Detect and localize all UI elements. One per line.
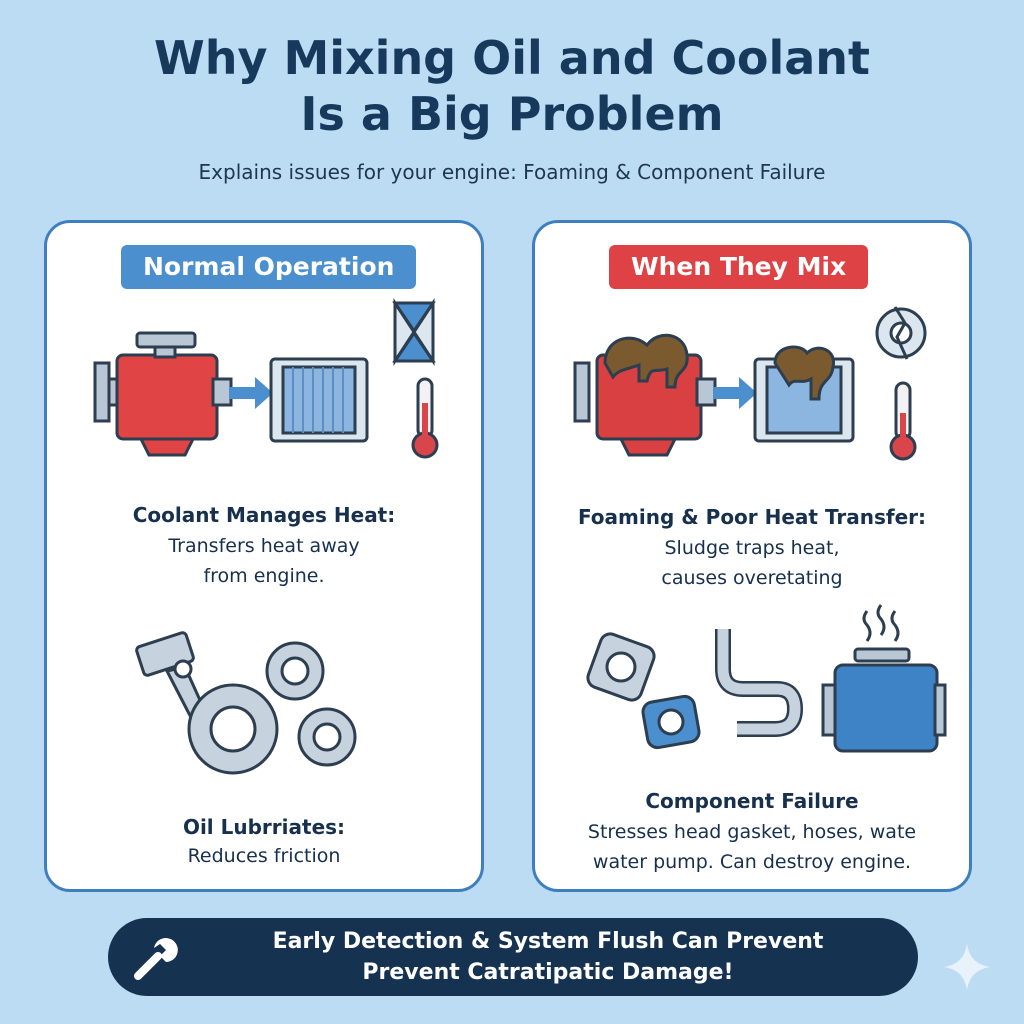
banner-line-2: Prevent Catratipatic Damage!: [362, 960, 734, 985]
component-failure-heading: Component Failure: [645, 789, 859, 813]
coolant-line-1: Transfers heat away: [168, 535, 360, 557]
foaming-line-1: Sludge traps heat,: [664, 537, 840, 559]
hose-icon: [715, 629, 804, 737]
normal-operation-panel: Normal Operation: [44, 220, 484, 892]
foaming-line-2: causes overetating: [661, 567, 843, 589]
broken-gear-icon: [875, 306, 927, 360]
flow-arrow-icon: [713, 377, 757, 409]
sludged-engine-icon: [573, 333, 717, 457]
gasket-icon: [586, 632, 656, 702]
when-they-mix-pill: When They Mix: [609, 245, 869, 289]
piston-gears-illustration: [135, 631, 357, 775]
coolant-description: Transfers heat away from engine.: [47, 531, 481, 591]
foaming-description: Sludge traps heat, causes overetating: [535, 533, 969, 593]
flow-arrow-icon: [229, 377, 273, 409]
oil-heading: Oil Lubrriates:: [182, 815, 346, 839]
page-title: Why Mixing Oil and Coolant Is a Big Prob…: [0, 30, 1024, 142]
banner-line-1: Early Detection & System Flush Can Preve…: [272, 929, 824, 954]
gear-small-top-icon: [265, 641, 325, 701]
wrench-icon: [134, 938, 178, 980]
sparkle-icon: [944, 944, 990, 990]
piston-icon: [135, 631, 216, 735]
gear-small-right-icon: [297, 707, 357, 767]
normal-operation-pill: Normal Operation: [121, 245, 417, 289]
oil-line-1: Reduces friction: [187, 845, 341, 867]
banner-message: Early Detection & System Flush Can Preve…: [198, 926, 898, 988]
failed-components-illustration: [586, 604, 947, 753]
hourglass-valve-icon: [392, 297, 436, 367]
thermometer-icon: [889, 381, 917, 461]
radiator-icon: [269, 357, 369, 443]
cracked-gasket-icon: [641, 694, 701, 750]
coolant-heading: Coolant Manages Heat:: [132, 503, 396, 527]
gear-large-icon: [187, 683, 279, 775]
sludge-engine-radiator-illustration: [573, 306, 927, 461]
engine-icon: [93, 331, 233, 457]
component-failure-description: Stresses head gasket, hoses, wate water …: [535, 817, 969, 877]
coolant-line-2: from engine.: [203, 565, 325, 587]
overheating-engine-icon: [821, 604, 947, 753]
title-line-1: Why Mixing Oil and Coolant: [153, 31, 871, 85]
prevention-banner: Early Detection & System Flush Can Preve…: [108, 918, 918, 996]
oil-description: Reduces friction: [47, 841, 481, 871]
clogged-radiator-icon: [753, 345, 855, 443]
when-they-mix-panel: When They Mix Foaming & Poor: [532, 220, 972, 892]
failure-line-1: Stresses head gasket, hoses, wate: [587, 821, 917, 843]
engine-radiator-illustration: [93, 297, 439, 459]
title-line-2: Is a Big Problem: [300, 87, 724, 141]
page-subtitle: Explains issues for your engine: Foaming…: [198, 160, 826, 184]
foaming-heading: Foaming & Poor Heat Transfer:: [577, 505, 927, 529]
failure-line-2: water pump. Can destroy engine.: [592, 851, 912, 873]
thermometer-icon: [411, 377, 439, 459]
